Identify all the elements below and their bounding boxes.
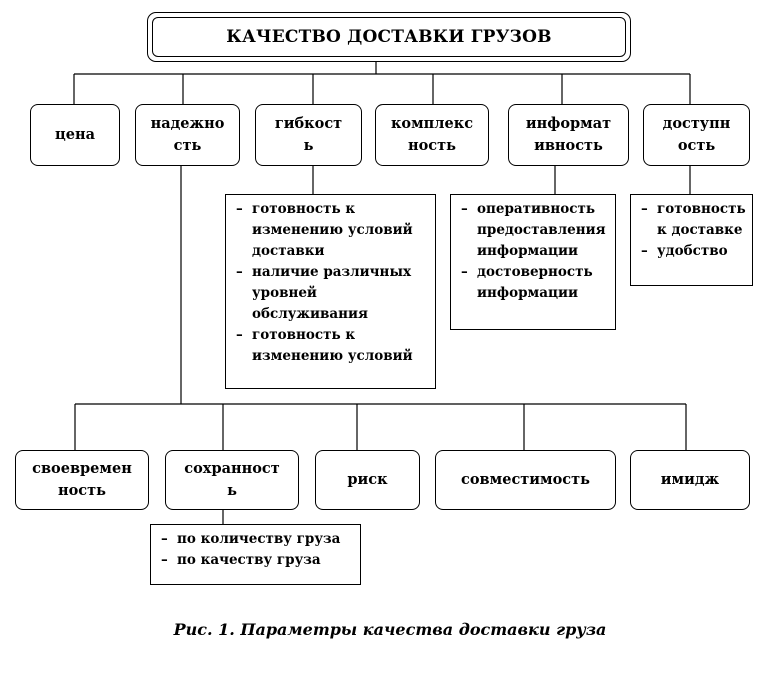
node-compatibility-label: совместимость	[461, 471, 590, 488]
safety-details-box: по количеству груза по качеству груза	[150, 524, 361, 585]
safety-detail-item: по качеству груза	[161, 550, 354, 571]
node-price-label: цена	[55, 126, 95, 143]
flexibility-detail-item: наличие различных уровней обслуживания	[236, 262, 429, 325]
flexibility-details-box: готовность к изменению условий доставки …	[225, 194, 436, 389]
diagram-title: КАЧЕСТВО ДОСТАВКИ ГРУЗОВ	[152, 17, 626, 57]
safety-detail-item: по количеству груза	[161, 529, 354, 550]
node-image: имидж	[630, 450, 750, 510]
node-reliability: надежно сть	[135, 104, 240, 166]
flexibility-detail-item: готовность к изменению условий	[236, 325, 429, 367]
accessibility-details-box: готовность к доставке удобство	[630, 194, 753, 286]
accessibility-detail-item: готовность к доставке	[641, 199, 746, 241]
node-informativeness: информат ивность	[508, 104, 629, 166]
informativeness-detail-item: достоверность информации	[461, 262, 609, 304]
figure-caption: Рис. 1. Параметры качества доставки груз…	[173, 620, 607, 639]
node-safety-label-1: сохранност	[184, 460, 280, 477]
node-complexity-label-1: комплекс	[390, 115, 474, 132]
accessibility-detail-item: удобство	[641, 241, 746, 262]
title-frame: КАЧЕСТВО ДОСТАВКИ ГРУЗОВ	[147, 12, 631, 62]
node-accessibility: доступн ость	[643, 104, 750, 166]
node-risk: риск	[315, 450, 420, 510]
node-safety: сохранност ь	[165, 450, 299, 510]
node-informativeness-label-2: ивность	[534, 137, 603, 154]
node-timeliness-label-1: своевремен	[32, 460, 132, 477]
node-timeliness-label-2: ность	[58, 482, 106, 499]
node-image-label: имидж	[660, 471, 720, 488]
node-reliability-label-2: сть	[173, 137, 202, 154]
node-accessibility-label-1: доступн	[662, 115, 731, 132]
informativeness-details-box: оперативность предоставления информации …	[450, 194, 616, 330]
node-flexibility: гибкост ь	[255, 104, 362, 166]
node-flexibility-label-1: гибкост	[274, 115, 343, 132]
node-compatibility: совместимость	[435, 450, 616, 510]
node-informativeness-label-1: информат	[525, 115, 612, 132]
informativeness-detail-item: оперативность предоставления информации	[461, 199, 609, 262]
node-complexity: комплекс ность	[375, 104, 489, 166]
node-reliability-label-1: надежно	[150, 115, 225, 132]
node-price: цена	[30, 104, 120, 166]
node-safety-label-2: ь	[227, 482, 237, 499]
node-risk-label: риск	[347, 471, 388, 488]
flexibility-detail-item: готовность к изменению условий доставки	[236, 199, 429, 262]
node-timeliness: своевремен ность	[15, 450, 149, 510]
node-complexity-label-2: ность	[408, 137, 456, 154]
node-accessibility-label-2: ость	[677, 137, 716, 154]
node-flexibility-label-2: ь	[303, 137, 314, 154]
